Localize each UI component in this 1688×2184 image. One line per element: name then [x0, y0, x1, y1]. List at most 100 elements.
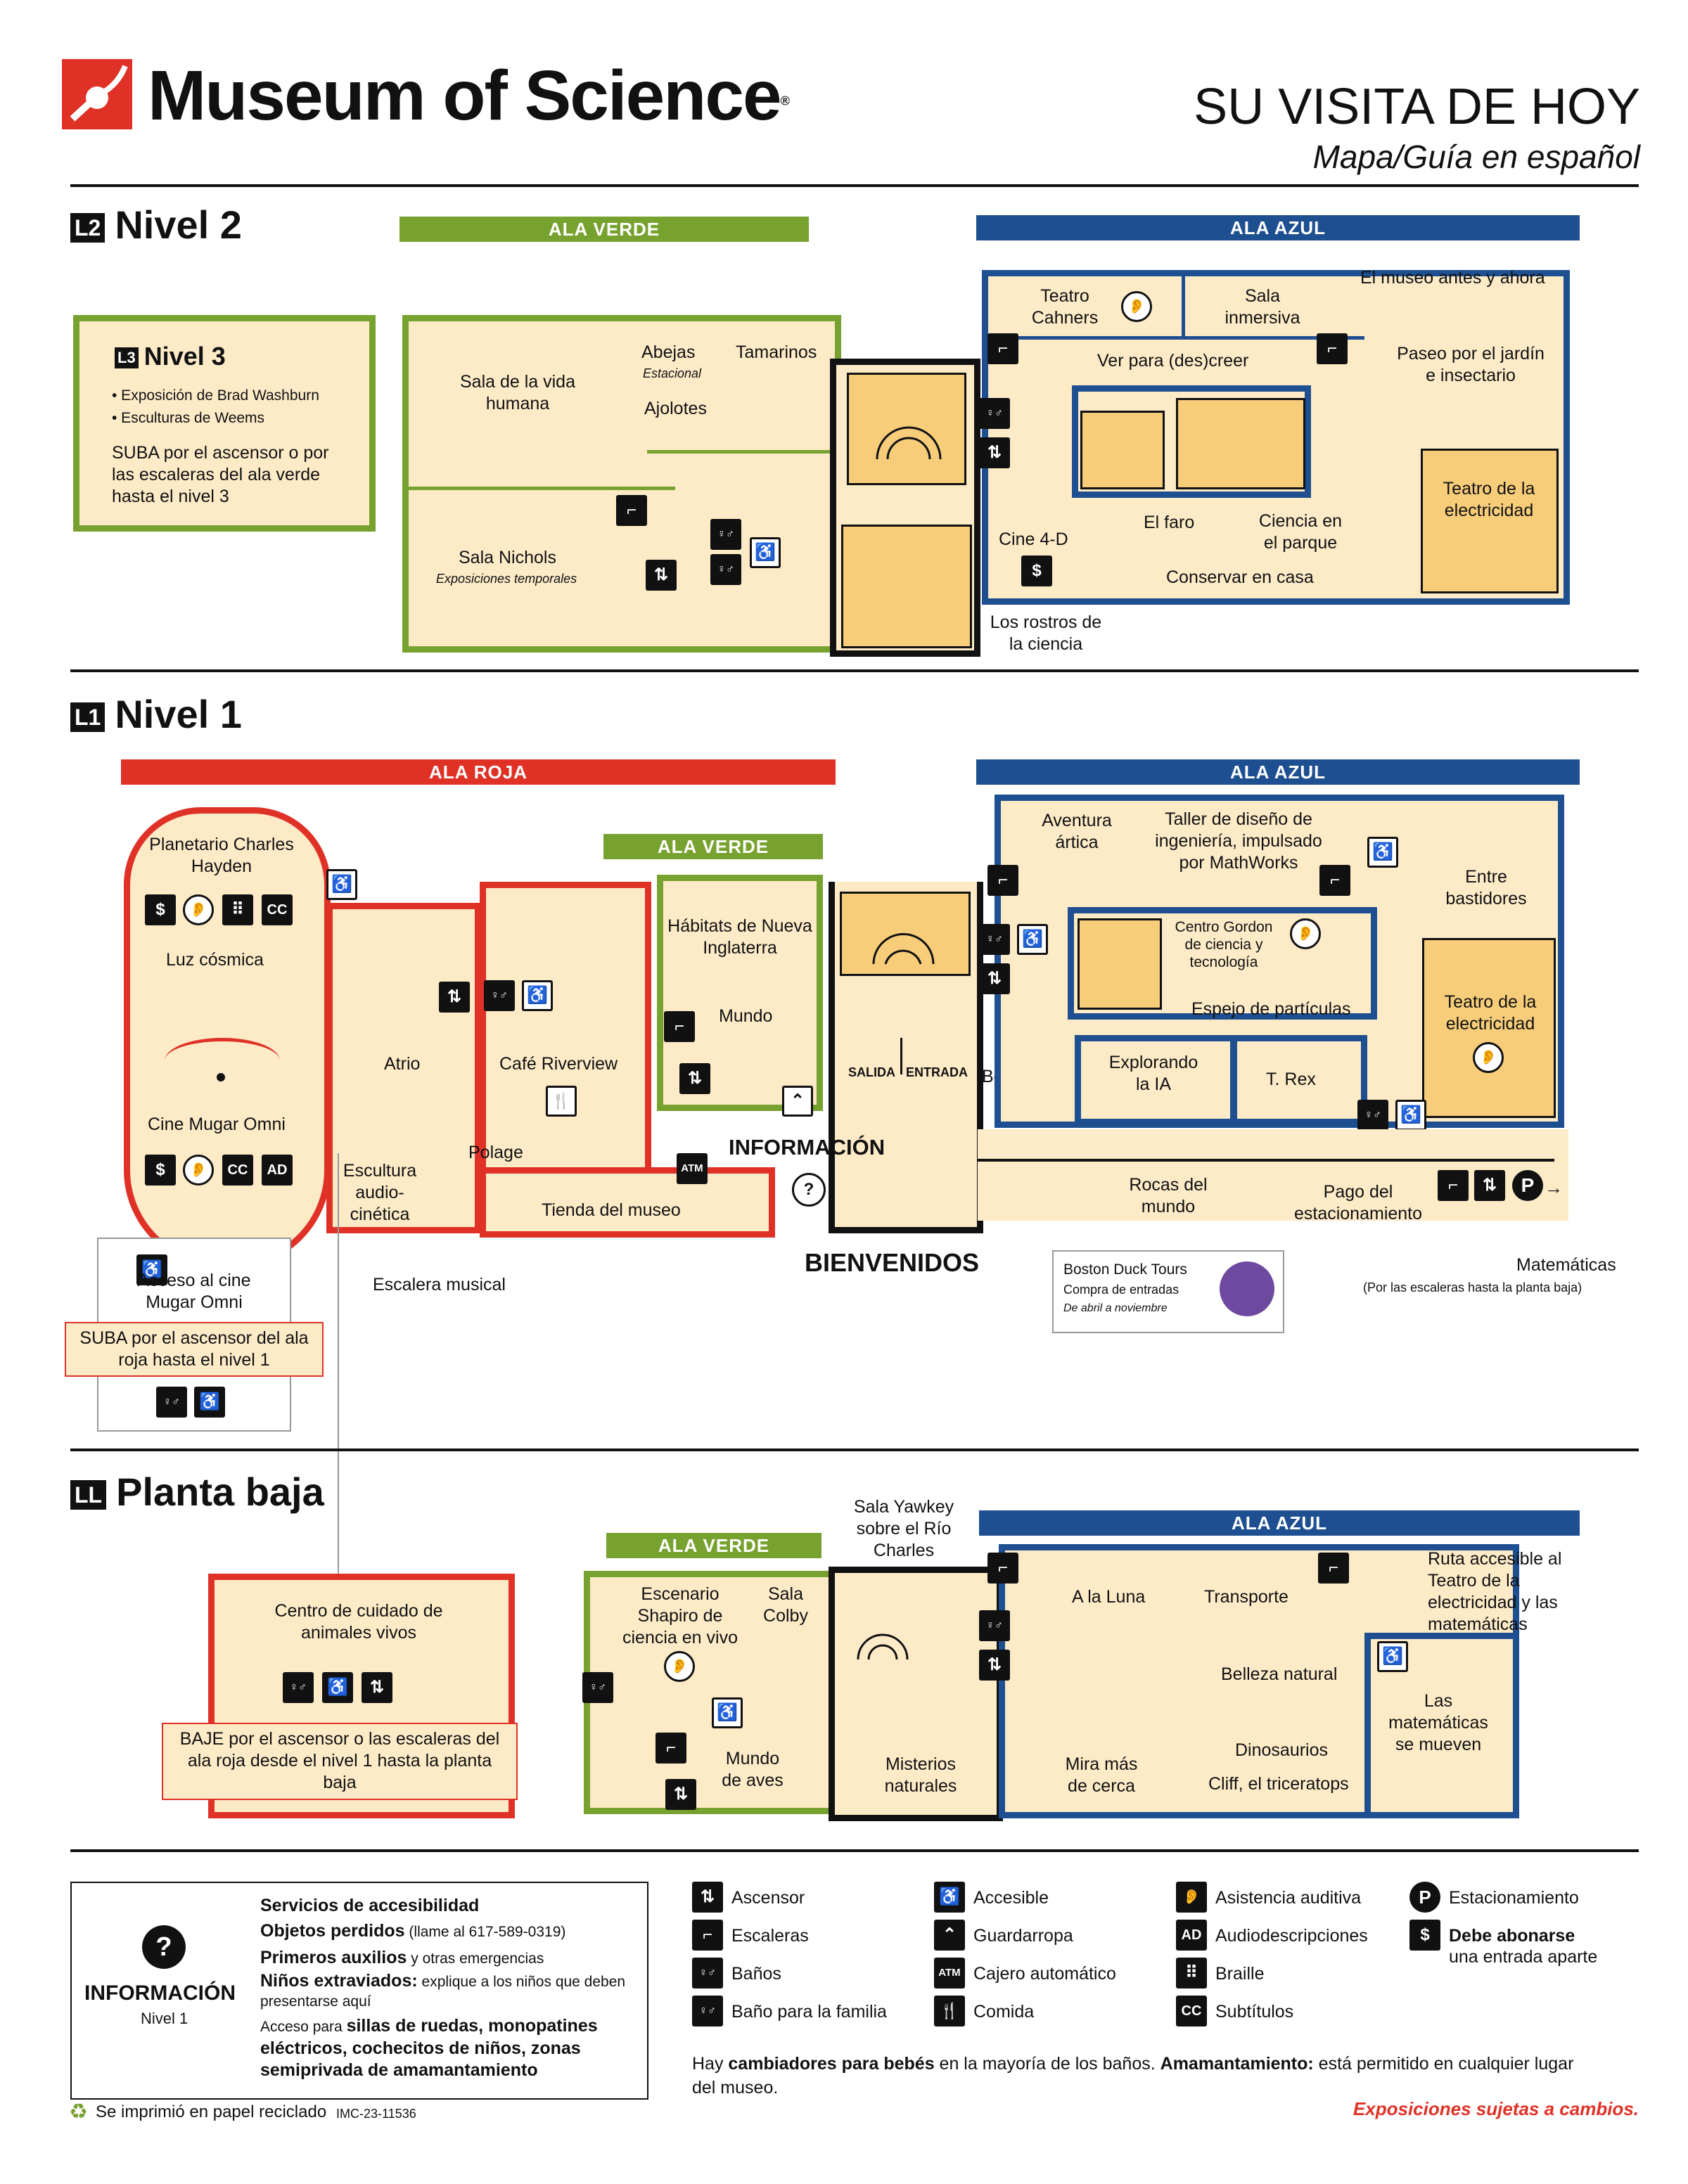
registered-mark: ®: [780, 94, 790, 108]
footer-c: en la mayoría de los baños.: [934, 2054, 1160, 2074]
room-shapiro[interactable]: Escenario Shapiro de ciencia en vivo: [622, 1584, 738, 1647]
room-abejas[interactable]: Abejas: [641, 342, 696, 362]
room-escalera-musical[interactable]: Escalera musical: [373, 1275, 506, 1295]
info-line-4b: explique a los niños que deben presentar…: [260, 1974, 626, 2010]
ll-badge: LL: [70, 1480, 107, 1510]
room-teatro-elec-l1[interactable]: Teatro de la electricidad: [1444, 992, 1537, 1034]
room-sala-inmersiva[interactable]: Sala inmersiva: [1225, 286, 1300, 328]
room-centro-animales[interactable]: Centro de cuidado de animales vivos: [274, 1601, 443, 1643]
room-paseo[interactable]: Paseo por el jardín e insectario: [1397, 344, 1545, 385]
room-planetario[interactable]: Planetario Charles Hayden: [149, 835, 294, 876]
room-museo-antes[interactable]: El museo antes y ahora: [1360, 268, 1545, 288]
room-rocas[interactable]: Rocas del mundo: [1129, 1175, 1208, 1216]
room-mundo-aves[interactable]: Mundo de aves: [722, 1749, 784, 1790]
room-pago[interactable]: Pago del estacionamiento: [1293, 1182, 1423, 1223]
accessible-icon: ♿: [1367, 837, 1398, 868]
room-teatro-elec-l2[interactable]: Teatro de la electricidad: [1443, 479, 1535, 520]
room-habitats[interactable]: Hábitats de Nueva Inglaterra: [667, 916, 812, 958]
room-ajolotes[interactable]: Ajolotes: [644, 399, 707, 418]
info-desk-icon[interactable]: ?: [792, 1173, 826, 1207]
room-tamarinos[interactable]: Tamarinos: [736, 342, 817, 362]
family-restroom-icon: ♀♂: [692, 1996, 723, 2026]
room-entre[interactable]: Entre bastidores: [1445, 867, 1527, 908]
coat-check-icon: ⌃: [934, 1920, 965, 1951]
page-subtitle: Mapa/Guía en español: [1312, 139, 1640, 175]
room-atrio[interactable]: Atrio: [384, 1054, 421, 1074]
room-nichols[interactable]: Sala Nichols: [459, 548, 556, 567]
room-ciencia-parque[interactable]: Ciencia en el parque: [1258, 511, 1343, 553]
duck-tours-dates: De abril a noviembre: [1063, 1302, 1168, 1314]
room-explorando[interactable]: Explorando la IA: [1108, 1053, 1198, 1094]
elevator-icon: ⇅: [362, 1672, 392, 1703]
accessible-icon: ♿: [712, 1697, 743, 1728]
wing-blue-l2: ALA AZUL: [976, 215, 1580, 240]
room-ruta[interactable]: Ruta accesible al Teatro de la electrici…: [1428, 1549, 1562, 1634]
room-transporte[interactable]: Transporte: [1204, 1587, 1289, 1607]
label-estacional: Estacional: [643, 366, 702, 380]
brand-text: Museum of Science: [148, 56, 782, 135]
room-misterios[interactable]: Misterios naturales: [884, 1754, 957, 1796]
duck-tours-box[interactable]: Boston Duck Tours Compra de entradas De …: [1052, 1250, 1284, 1333]
room-gordon[interactable]: Centro Gordon de ciencia y tecnología: [1175, 919, 1273, 970]
room-belleza[interactable]: Belleza natural: [1221, 1664, 1338, 1684]
room-polage[interactable]: Polage: [468, 1143, 523, 1162]
room-espejo[interactable]: Espejo de partículas: [1191, 999, 1351, 1019]
elevator-icon: ⇅: [692, 1882, 723, 1913]
room-mira[interactable]: Mira más de cerca: [1065, 1754, 1138, 1796]
info-line-3: Primeros auxilios y otras emergencias: [260, 1945, 640, 1972]
room-trex[interactable]: T. Rex: [1266, 1069, 1316, 1089]
room-mundo[interactable]: Mundo: [719, 1006, 773, 1026]
room-omni[interactable]: Cine Mugar Omni: [148, 1115, 286, 1134]
elevator-icon: ⇅: [979, 437, 1010, 468]
atm-icon: ATM: [934, 1958, 965, 1989]
restroom-icon: ♀♂: [582, 1672, 613, 1703]
restroom-icon: ♀♂: [692, 1958, 723, 1989]
ad-icon: AD: [1176, 1920, 1207, 1951]
footer-e: está permitido en cualquier lugar del mu…: [692, 2054, 1574, 2098]
room-escultura[interactable]: Escultura audio-cinética: [343, 1161, 417, 1224]
info-line-3b: y otras emergencias: [407, 1951, 544, 1967]
level1-badge: L1: [70, 702, 106, 733]
dollar-icon: $: [1021, 555, 1052, 586]
salida-label[interactable]: SALIDA: [848, 1065, 895, 1079]
recycle-icon: ♻: [69, 2100, 88, 2124]
coat-check-icon: ⌃: [782, 1086, 813, 1117]
room-taller[interactable]: Taller de diseño de ingeniería, impulsad…: [1155, 809, 1322, 873]
room-teatro-cahners[interactable]: Teatro Cahners: [1031, 286, 1099, 328]
room-dinosaurios[interactable]: Dinosaurios: [1235, 1740, 1329, 1760]
legend-banos-label: Baños: [731, 1964, 781, 1984]
info-line-4: Niños extraviados: explique a los niños …: [260, 1972, 640, 2011]
legend-ascensor-label: Ascensor: [731, 1888, 805, 1908]
dollar-icon: $: [1409, 1920, 1440, 1951]
ll-center-block: [829, 1567, 1003, 1821]
room-conservar[interactable]: Conservar en casa: [1166, 567, 1314, 587]
room-tienda[interactable]: Tienda del museo: [542, 1200, 681, 1220]
bienvenidos-label: BIENVENIDOS: [805, 1248, 980, 1277]
ll-yawkey-stair: [851, 1613, 914, 1662]
entrada-label[interactable]: ENTRADA: [906, 1065, 968, 1079]
room-sala-vida[interactable]: Sala de la vida humana: [459, 372, 575, 413]
room-rostros[interactable]: Los rostros de la ciencia: [990, 612, 1102, 654]
room-el-faro[interactable]: El faro: [1144, 513, 1195, 532]
wing-green-l2: ALA VERDE: [399, 217, 809, 242]
room-cine4d[interactable]: Cine 4-D: [999, 529, 1068, 549]
info-line-2: Objetos perdidos (llame al 617-589-0319): [260, 1918, 640, 1945]
room-luz-cosmica[interactable]: Luz cósmica: [166, 950, 264, 970]
room-matematicas[interactable]: Matemáticas: [1516, 1255, 1616, 1275]
room-cliff[interactable]: Cliff, el triceratops: [1208, 1774, 1349, 1794]
room-mat-mueven[interactable]: Las matemáticas se mueven: [1388, 1691, 1488, 1754]
room-yawkey[interactable]: Sala Yawkey sobre el Río Charles: [853, 1497, 954, 1560]
duck-tours-sub: Compra de entradas: [1063, 1283, 1179, 1297]
info-line-5b: sillas de ruedas, monopatines eléctricos…: [260, 2016, 598, 2080]
room-cafe[interactable]: Café Riverview: [499, 1054, 618, 1074]
room-ver-para[interactable]: Ver para (des)creer: [1097, 351, 1249, 371]
l2-green-divider-2: [647, 450, 837, 454]
print-code: IMC-23-11536: [336, 2107, 416, 2121]
l2-ciencia-room: [1176, 398, 1305, 489]
room-luna[interactable]: A la Luna: [1072, 1587, 1146, 1607]
room-aventura[interactable]: Aventura ártica: [1042, 811, 1112, 852]
room-colby[interactable]: Sala Colby: [763, 1584, 808, 1626]
footer-note: Hay cambiadores para bebés en la mayoría…: [692, 2052, 1592, 2100]
header-rule: [70, 184, 1639, 187]
